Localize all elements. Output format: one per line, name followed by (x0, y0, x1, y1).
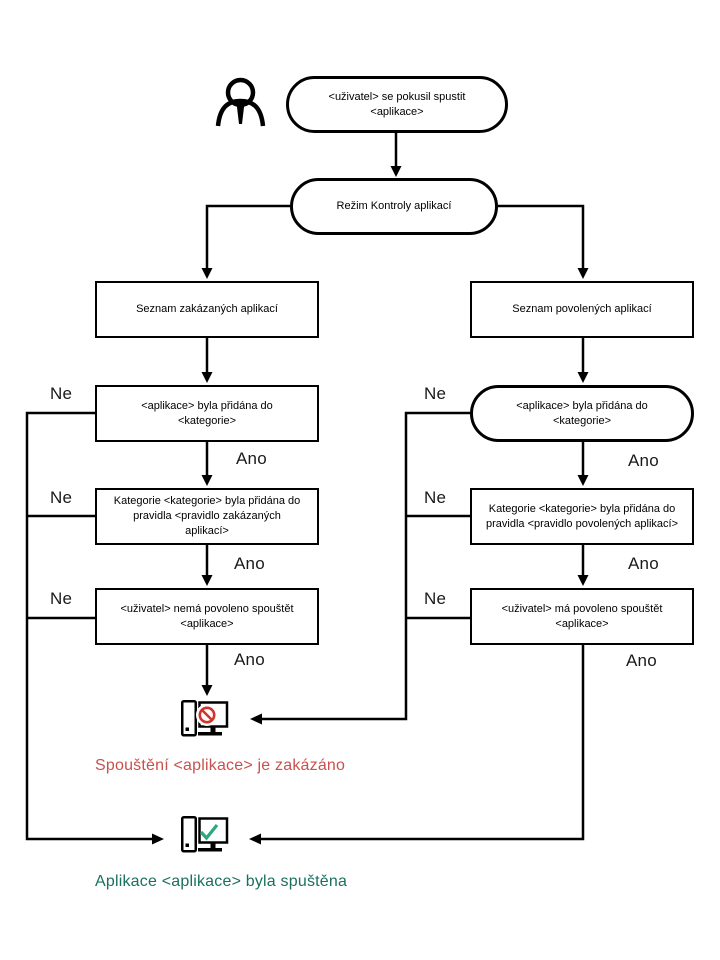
edge-label-yes-deny-1: Ano (236, 449, 267, 468)
node-allowlist: Seznam povolených aplikací (470, 281, 694, 338)
node-deny-user: <uživatel> nemá povoleno spouštět <aplik… (95, 588, 319, 645)
launched-computer-icon (181, 816, 229, 853)
edge-label-no-deny-category: Ne (50, 384, 73, 403)
outcome-blocked-text: Spouštění <aplikace> je zakázáno (95, 757, 346, 774)
edge-label-yes-allow-1: Ano (628, 451, 659, 470)
prohibition-icon (196, 704, 218, 726)
edge-label-no-allow-rule: Ne (424, 488, 447, 507)
edge-label-no-allow-user: Ne (424, 589, 447, 608)
checkmark-icon (199, 823, 219, 841)
user-icon (215, 77, 266, 127)
edge-label-yes-deny-2: Ano (234, 554, 265, 573)
blocked-computer-icon (181, 700, 229, 737)
edge-label-yes-deny-3: Ano (234, 650, 265, 669)
node-control-mode: Režim Kontroly aplikací (290, 178, 498, 235)
outcome-launched-text: Aplikace <aplikace> byla spuštěna (95, 873, 348, 890)
connector-lines (25, 133, 589, 845)
node-allow-category: <aplikace> byla přidána do <kategorie> (470, 385, 694, 442)
node-denylist: Seznam zakázaných aplikací (95, 281, 319, 338)
edge-label-yes-allow-2: Ano (628, 554, 659, 573)
edge-label-no-allow-category: Ne (424, 384, 447, 403)
edge-label-yes-allow-3: Ano (626, 651, 657, 670)
node-deny-category: <aplikace> byla přidána do <kategorie> (95, 385, 319, 442)
node-allow-user: <uživatel> má povoleno spouštět <aplikac… (470, 588, 694, 645)
edge-label-no-deny-user: Ne (50, 589, 73, 608)
node-allow-rule: Kategorie <kategorie> byla přidána do pr… (470, 488, 694, 545)
edge-label-no-deny-rule: Ne (50, 488, 73, 507)
node-start: <uživatel> se pokusil spustit <aplikace> (286, 76, 508, 133)
node-deny-rule: Kategorie <kategorie> byla přidána do pr… (95, 488, 319, 545)
